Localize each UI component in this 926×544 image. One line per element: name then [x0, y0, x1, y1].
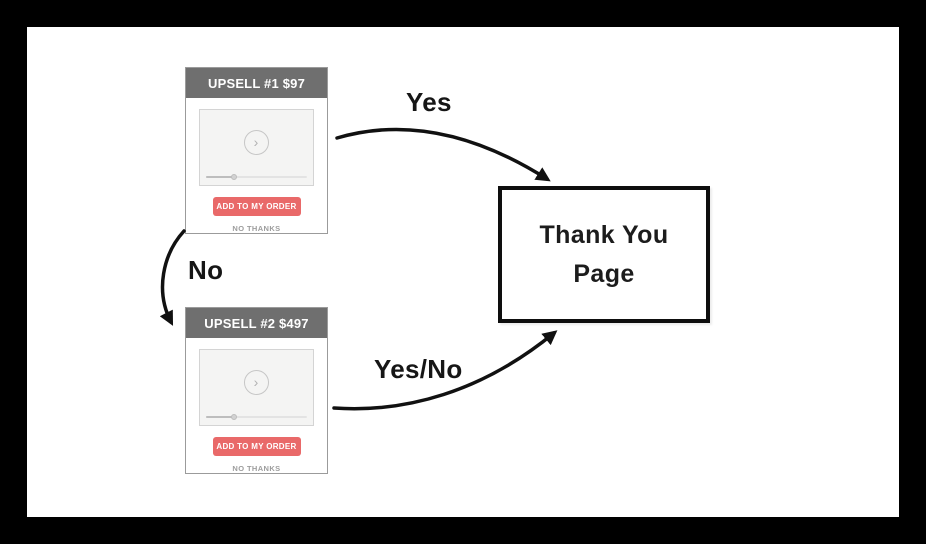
play-icon[interactable]: › — [243, 370, 269, 395]
upsell-1-title: UPSELL #1 $97 — [207, 75, 306, 91]
video-progress-bar[interactable] — [206, 173, 307, 180]
edge-label-yes-no: Yes/No — [374, 354, 463, 384]
add-to-order-button[interactable]: ADD TO MY ORDER — [212, 437, 301, 456]
thank-you-line-2: Page — [573, 260, 635, 288]
upsell-1-card: UPSELL #1 $97 › ADD TO MY ORDER NO THANK… — [185, 67, 328, 234]
no-thanks-link[interactable]: NO THANKS — [232, 464, 281, 473]
video-progress-handle[interactable] — [231, 413, 238, 420]
video-progress-bar[interactable] — [206, 413, 307, 420]
video-progress-fill — [206, 415, 235, 418]
thank-you-page-node: Thank You Page — [498, 186, 710, 323]
no-thanks-link[interactable]: NO THANKS — [232, 224, 281, 233]
video-progress-handle[interactable] — [231, 173, 238, 180]
play-icon[interactable]: › — [243, 130, 269, 155]
upsell-2-video-player: › — [199, 349, 314, 426]
edge-label-no: No — [188, 255, 224, 285]
upsell-2-header: UPSELL #2 $497 — [186, 308, 327, 338]
upsell-1-video-player: › — [199, 109, 314, 186]
upsell-2-title: UPSELL #2 $497 — [204, 315, 309, 331]
thank-you-line-1: Thank You — [539, 221, 669, 249]
edge-label-yes: Yes — [406, 87, 452, 117]
upsell-1-header: UPSELL #1 $97 — [186, 68, 327, 98]
add-to-order-button[interactable]: ADD TO MY ORDER — [212, 197, 301, 216]
diagram-canvas — [27, 27, 899, 517]
video-progress-fill — [206, 175, 235, 178]
upsell-2-card: UPSELL #2 $497 › ADD TO MY ORDER NO THAN… — [185, 307, 328, 474]
